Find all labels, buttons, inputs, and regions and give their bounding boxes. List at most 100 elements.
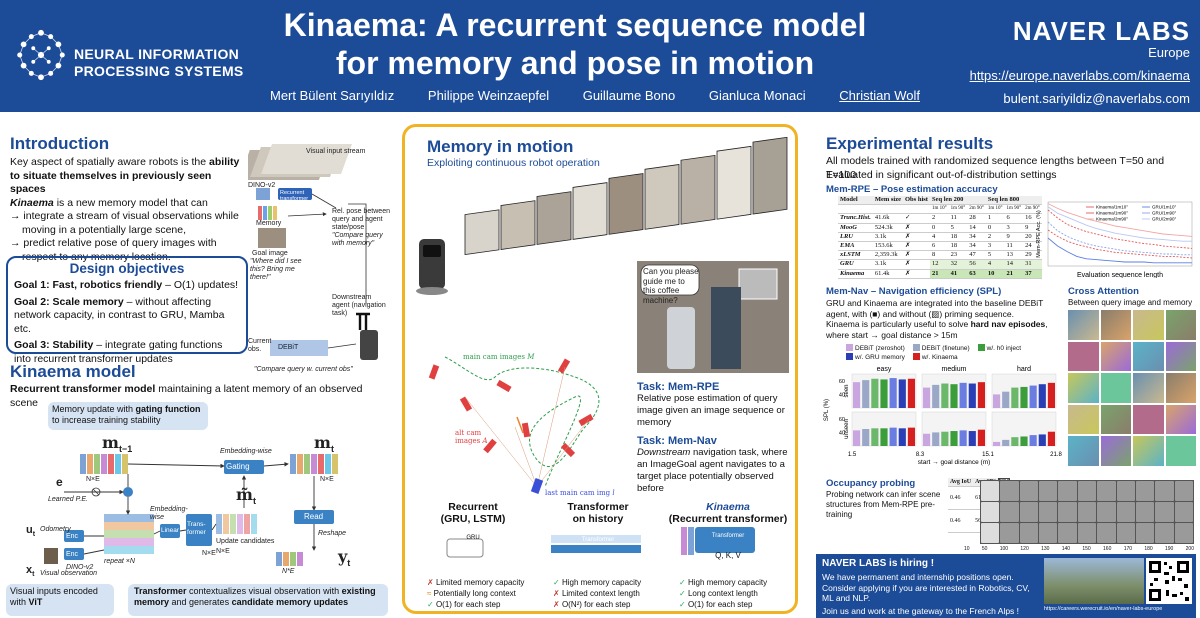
table-cell: ✗ [903,250,930,261]
table-cell: 63 [967,269,986,279]
author: Christian Wolf [839,88,920,103]
nav-legend: DEBiT (zeroshot)DEBiT (finetune)w/. h0 i… [846,344,1066,362]
bar [968,383,976,408]
legend-label: w/. h0 inject [986,345,1021,352]
occupancy-map [1058,523,1077,543]
occupancy-map [1039,481,1058,501]
occ-axis-tick: 120 [1020,546,1029,552]
table-cell: EMA [838,241,873,252]
occupancy-map [1077,523,1097,543]
occ-axis-tick: 190 [1165,546,1174,552]
nav-p2-b: hard nav episodes [970,319,1046,329]
author: Philippe Weinzaepfel [427,88,550,103]
cmp-1-t2: on history [572,513,624,525]
attention-tile [1068,404,1099,435]
contact-email[interactable]: bulent.sariyildiz@naverlabs.com [1003,91,1190,106]
goal-2-head: Goal 2: Scale memory [14,295,124,308]
series-line [1047,237,1192,264]
task-nav-title: Task: Mem-Nav [637,435,717,447]
label-ne: N*E [282,568,295,575]
legend-swatch [846,353,853,360]
table-cell: 61.4k [872,269,903,279]
bar [853,430,861,446]
qkv-label: Q, K, V [715,551,741,560]
project-link[interactable]: https://europe.naverlabs.com/kinaema [969,68,1190,83]
y-tick: 40 [839,392,845,398]
table-cell: ✗ [903,241,930,252]
poster-header: NEURAL INFORMATION PROCESSING SYSTEMS Ki… [0,0,1200,112]
task-nav-desc-a: Downstream [637,447,691,458]
label-main-cam: main cam images M [463,353,535,361]
label-dino: DINO-v2 [248,182,276,189]
row-label: seen [844,384,850,397]
nav-p2-a: Kinaema is particularly useful to solve [826,319,971,329]
y-tick: 40 [839,430,845,436]
results-p2: Evaluated in significant out-of-distribu… [826,169,1057,181]
table-cell: 5 [985,250,1005,261]
qr-code-icon[interactable] [1146,558,1192,604]
table-cell: 153.6k [872,241,903,252]
bar [871,428,879,446]
table-cell: ✓ [903,213,930,224]
occupancy-map [1116,481,1135,501]
label-update-candidates: Update candidates [216,538,275,545]
bar [898,379,906,408]
speech-bubble: Can you please guide me to this coffee m… [643,267,699,305]
table-cell: 9 [1004,232,1024,243]
label-compare-current: "Compare query w. current obs" [254,366,353,373]
label-repeat: repeat ×N [104,558,135,565]
results-p1: All models trained with randomized seque… [826,155,1165,181]
table-cell: 3.1k [872,232,903,243]
legend-entry: w/. GRU memory [846,353,905,362]
bar [1011,437,1019,446]
note-gating-b: gating function [135,404,201,414]
bar [1047,382,1055,408]
bar [977,382,985,408]
intro-title: Introduction [10,134,110,153]
cross-attention-grid [1068,310,1196,466]
note-vit-b: ViT [28,597,43,607]
table-cell: 56 [967,259,986,270]
occupancy-map [1019,481,1039,501]
occupancy-map [1155,481,1174,501]
legend-swatch [912,344,920,351]
x-tick: 8.3 [916,452,925,458]
rpe-line-chart: Kinaema/1m10°Kinaema/1m90°Kinaema/2m90°G… [1036,201,1193,278]
attention-tile [1068,310,1099,340]
label-visual-stream: Visual input stream [306,148,366,155]
x-axis-label: start → goal distance (m) [918,459,991,466]
table-cell: 3 [1004,223,1024,233]
attention-tile [1068,341,1099,372]
note-gating-c: to increase training stability [52,415,161,425]
intro-p2-b: is a new memory model that can [53,196,208,209]
occ-axis-tick: 200 [1185,546,1194,552]
bar [959,430,967,446]
table-cell: 11 [1004,241,1024,252]
frame-stream [464,136,788,256]
memory-in-motion-panel: Memory in motion Exploiting continuous r… [402,124,798,614]
occ-axis-tick: 150 [1082,546,1091,552]
note-gating-a: Memory update with [52,404,136,414]
table-cell: 2 [929,213,949,224]
label-gating: Gating [226,462,250,471]
label-y: yt [338,547,351,569]
motion-subtitle: Exploiting continuous robot operation [427,157,600,169]
cmp-0-item-1: ≈ Potentially long context [427,589,516,598]
label-nxe-1: N×E [86,476,100,483]
table-cell: 13 [1004,250,1024,261]
bar [993,441,1001,446]
legend-label: DEBiT (zeroshot) [855,345,905,352]
label-enc-2: Enc [66,551,79,558]
cmp-1-t1: Transformer [567,501,629,513]
series-line [1047,221,1192,256]
careers-link[interactable]: https://careers.werecruit.io/en/naver-la… [1044,606,1163,612]
table-cell: 37 [1023,269,1042,279]
poster-title: Kinaema: A recurrent sequence model for … [250,6,900,82]
table-cell: 14 [1004,259,1024,270]
legend-entry: Kinaema/1m90° [1096,211,1128,216]
table-cell: ✗ [903,223,930,233]
ca-sub: Between query image and memory [1068,298,1193,307]
